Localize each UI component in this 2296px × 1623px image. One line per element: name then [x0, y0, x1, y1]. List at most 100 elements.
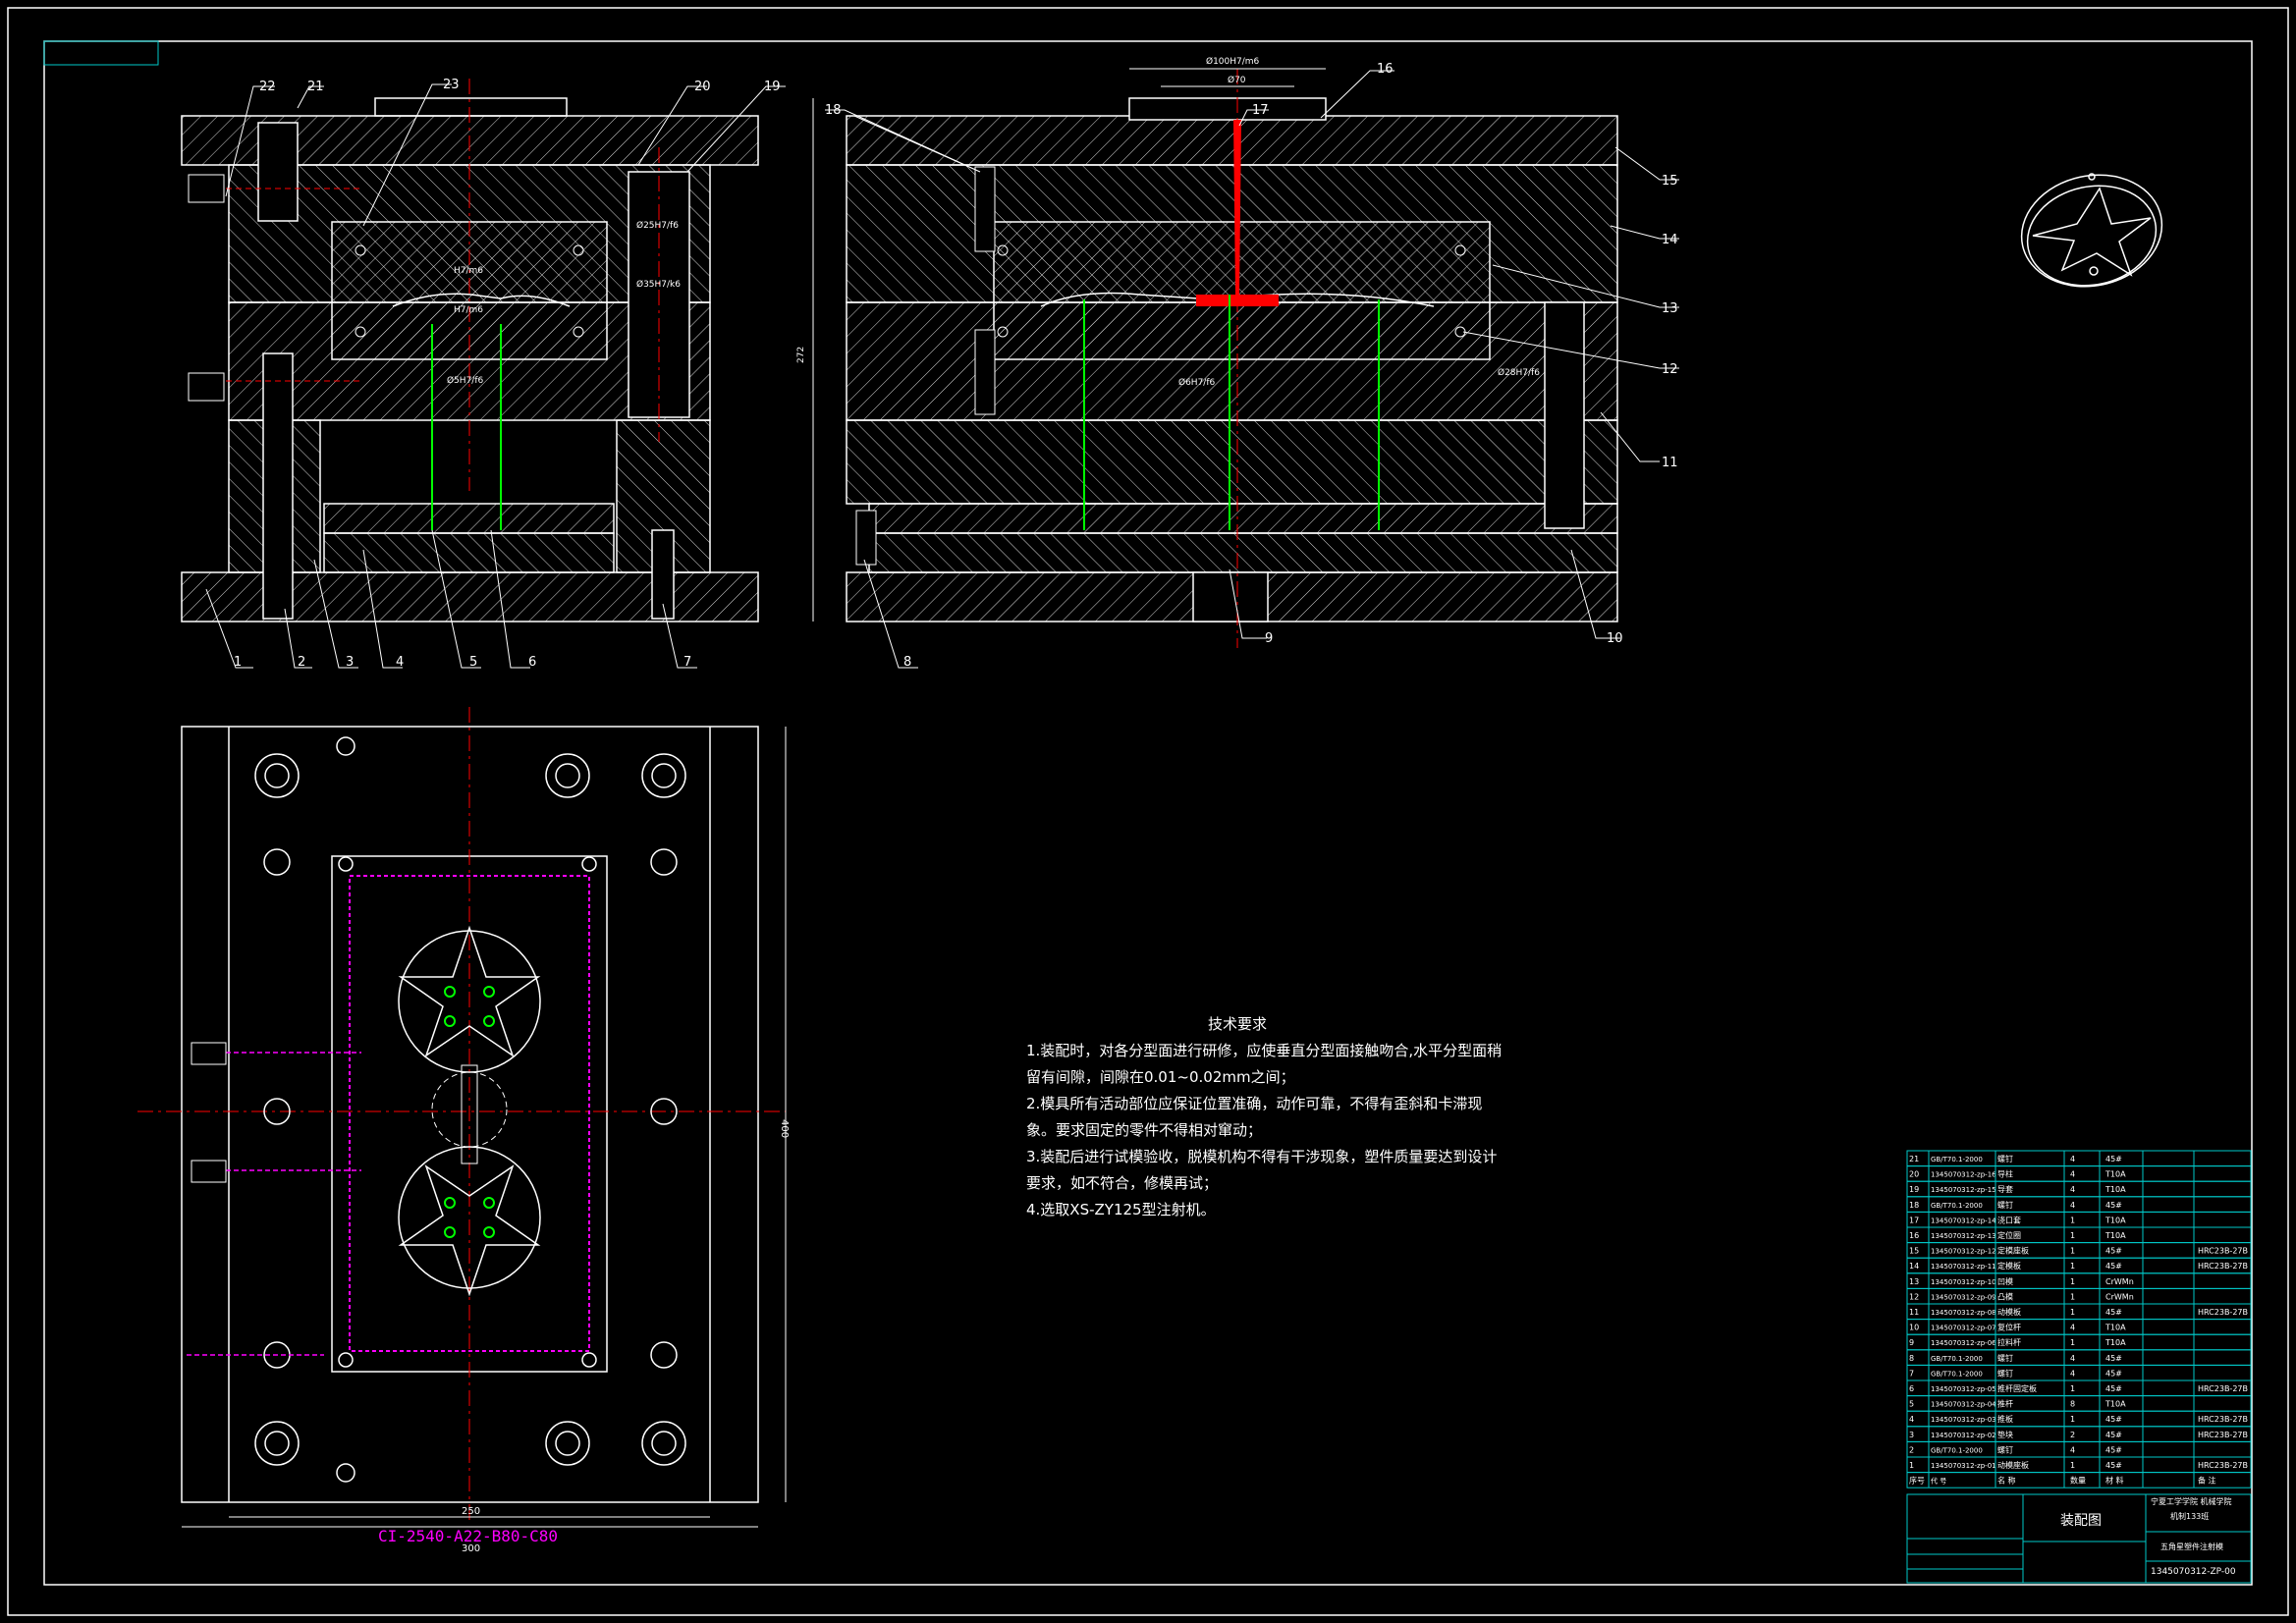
bom-cell: 4	[1909, 1415, 1914, 1424]
balloon-9: 9	[1265, 631, 1273, 646]
bom-cell: 4	[2070, 1201, 2075, 1210]
bom-cell: 45#	[2105, 1415, 2122, 1424]
bom-cell: 推板	[1997, 1414, 2013, 1424]
right-section-view: 272 Ø100H7/m6 Ø70 Ø6H7/f6 Ø28H7/f6	[796, 56, 1618, 648]
fit-label-2: H7/m6	[454, 305, 483, 315]
balloon-18: 18	[825, 103, 842, 118]
screw-left-top	[257, 122, 299, 222]
bom-cell: 45#	[2105, 1461, 2122, 1470]
bom-cell: 18	[1909, 1201, 1919, 1210]
bom-cell: 凸模	[1997, 1291, 2013, 1301]
balloon-15: 15	[1662, 174, 1678, 189]
ejector-plate-right	[868, 532, 1618, 573]
bom-cell: HRC23B-27B	[2198, 1415, 2248, 1424]
bom-cell: CrWMn	[2105, 1292, 2134, 1301]
bom-cell: 1	[2070, 1262, 2075, 1271]
bom-cell: 6	[1909, 1384, 1914, 1393]
bom-cell: 7	[1909, 1369, 1914, 1378]
bom-cell: 定模板	[1997, 1261, 2021, 1271]
screw-right-bottom	[651, 529, 675, 620]
bom-cell: 9	[1909, 1338, 1914, 1347]
bom-cell: 1345070312-zp-09	[1931, 1293, 1996, 1301]
bom-cell: 导柱	[1997, 1169, 2013, 1179]
balloon-11: 11	[1662, 456, 1678, 470]
bom-cell: T10A	[2105, 1324, 2126, 1332]
bom-cell: 4	[2070, 1155, 2075, 1163]
bom-cell: 10	[1909, 1324, 1919, 1332]
bom-cell: HRC23B-27B	[2198, 1247, 2248, 1256]
bom-cell: T10A	[2105, 1185, 2126, 1194]
bom-cell: 2	[2070, 1431, 2075, 1439]
ejector-retainer-left	[323, 503, 615, 534]
balloon-12: 12	[1662, 362, 1678, 377]
bom-cell: 1	[2070, 1292, 2075, 1301]
bom-cell: 21	[1909, 1155, 1919, 1163]
bom-cell: 1345070312-zp-10	[1931, 1278, 1996, 1286]
bom-cell: 16	[1909, 1231, 1919, 1240]
balloon-23: 23	[443, 78, 460, 92]
fit-label-8: Ø6H7/f6	[1178, 377, 1216, 388]
balloon-2: 2	[298, 655, 305, 670]
part-name: 五角星塑件注射模	[2160, 1542, 2223, 1551]
bom-cell: 螺钉	[1997, 1200, 2013, 1210]
dim-width-total: 300	[462, 1543, 480, 1554]
drawing-name: 装配图	[2060, 1513, 2102, 1529]
bom-cell: 数量	[2070, 1476, 2086, 1486]
balloon-10: 10	[1607, 631, 1623, 646]
bom-cell: 定模座板	[1997, 1246, 2029, 1256]
mold-base-code: CI-2540-A22-B80-C80	[378, 1527, 558, 1545]
bom-cell: 45#	[2105, 1354, 2122, 1363]
bom-cell: 1345070312-zp-13	[1931, 1232, 1996, 1240]
inner-border	[43, 40, 2253, 1586]
balloon-16: 16	[1377, 62, 1394, 77]
outer-border	[7, 7, 2289, 1616]
bom-cell: 17	[1909, 1216, 1919, 1224]
return-pin-right	[1544, 301, 1585, 529]
bom-cell: 45#	[2105, 1369, 2122, 1378]
bom-cell: 8	[2070, 1400, 2075, 1409]
technical-requirements: 技术要求 1.装配时，对各分型面进行研修，应使垂直分型面接触吻合,水平分型面稍留…	[1026, 1011, 1507, 1223]
bom-cell: 45#	[2105, 1384, 2122, 1393]
bom-cell: 2	[1909, 1445, 1914, 1454]
bom-cell: 1	[2070, 1277, 2075, 1286]
bom-cell: 1345070312-zp-15	[1931, 1186, 1996, 1194]
bom-cell: 浇口套	[1997, 1215, 2021, 1224]
balloon-5: 5	[469, 655, 477, 670]
bom-cell: 1345070312-zp-06	[1931, 1339, 1996, 1347]
bom-cell: HRC23B-27B	[2198, 1431, 2248, 1439]
bom-cell: 1	[2070, 1308, 2075, 1317]
dim-height: 272	[796, 347, 806, 363]
bom-cell: 凹模	[1997, 1276, 2013, 1286]
bom-cell: 4	[2070, 1445, 2075, 1454]
bom-cell: 45#	[2105, 1445, 2122, 1454]
ejector-hole	[1192, 571, 1269, 622]
bom-cell: 1345070312-zp-02	[1931, 1432, 1996, 1439]
fit-label-4: Ø35H7/k6	[636, 279, 681, 290]
bom-cell: 1	[2070, 1216, 2075, 1224]
bom-cell: 1345070312-zp-12	[1931, 1248, 1996, 1256]
balloon-14: 14	[1662, 233, 1678, 247]
fit-label-7: Ø70	[1228, 75, 1246, 85]
bom-cell: 1	[2070, 1415, 2075, 1424]
bom-cell: 45#	[2105, 1308, 2122, 1317]
bom-cell: T10A	[2105, 1216, 2126, 1224]
bom-cell: 4	[2070, 1170, 2075, 1179]
tech-req-item-4: 4.选取XS-ZY125型注射机。	[1026, 1201, 1216, 1218]
bom-cell: 3	[1909, 1431, 1914, 1439]
bom-cell: GB/T70.1-2000	[1931, 1355, 1983, 1363]
bom-cell: 名 称	[1997, 1476, 2016, 1486]
bom-cell: 螺钉	[1997, 1154, 2013, 1163]
balloon-4: 4	[396, 655, 404, 670]
plan-view: 250 300 400 CI-2540-A22-B80-C80	[137, 707, 790, 1554]
bom-cell: 1	[2070, 1338, 2075, 1347]
bom-cell: T10A	[2105, 1170, 2126, 1179]
bom-cell: GB/T70.1-2000	[1931, 1202, 1983, 1210]
balloon-3: 3	[346, 655, 354, 670]
tech-req-item-3: 3.装配后进行试模验收，脱模机构不得有干涉现象，塑件质量要达到设计要求，如不符合…	[1026, 1148, 1498, 1192]
bom-cell: 1	[2070, 1231, 2075, 1240]
bom-cell: CrWMn	[2105, 1277, 2134, 1286]
bom-cell: 4	[2070, 1354, 2075, 1363]
balloon-6: 6	[528, 655, 536, 670]
dim-depth: 400	[779, 1119, 790, 1138]
